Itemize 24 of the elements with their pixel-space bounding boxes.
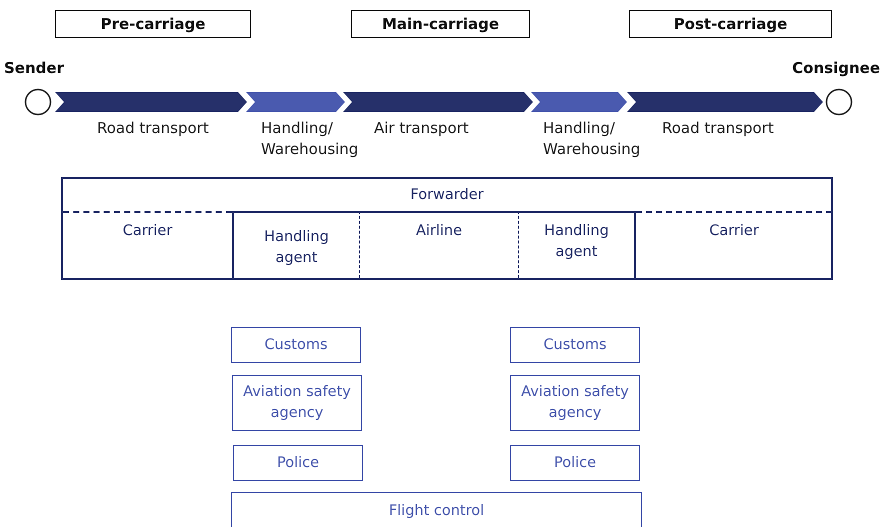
- authority-box: Police: [233, 445, 363, 481]
- step-label: Handling/ Warehousing: [261, 118, 360, 160]
- authority-box: Flight control: [231, 492, 642, 527]
- forwarder-frame: [61, 177, 833, 280]
- role-cell: Airline: [360, 211, 518, 278]
- party-label: Consignee: [792, 58, 880, 79]
- column-heading: Forwarder: [409, 186, 485, 205]
- step-label: Road transport: [662, 118, 775, 139]
- party-label: Sender: [4, 58, 64, 79]
- phase-box: Main-carriage: [351, 10, 530, 38]
- step-label: Handling/ Warehousing: [543, 118, 642, 160]
- authority-box: Customs: [510, 327, 640, 363]
- role-cell: Carrier: [636, 211, 832, 278]
- step-label: Road transport: [97, 118, 210, 139]
- role-cell: Handling agent: [232, 211, 360, 278]
- authority-box: Police: [510, 445, 640, 481]
- role-cell: Handling agent: [518, 211, 636, 278]
- phase-box: Pre-carriage: [55, 10, 251, 38]
- authority-box: Aviation safety agency: [232, 375, 362, 431]
- authority-box: Aviation safety agency: [510, 375, 640, 431]
- phase-box: Post-carriage: [629, 10, 832, 38]
- role-cell: Carrier: [63, 211, 232, 278]
- step-label: Air transport: [374, 118, 470, 139]
- authority-box: Customs: [231, 327, 361, 363]
